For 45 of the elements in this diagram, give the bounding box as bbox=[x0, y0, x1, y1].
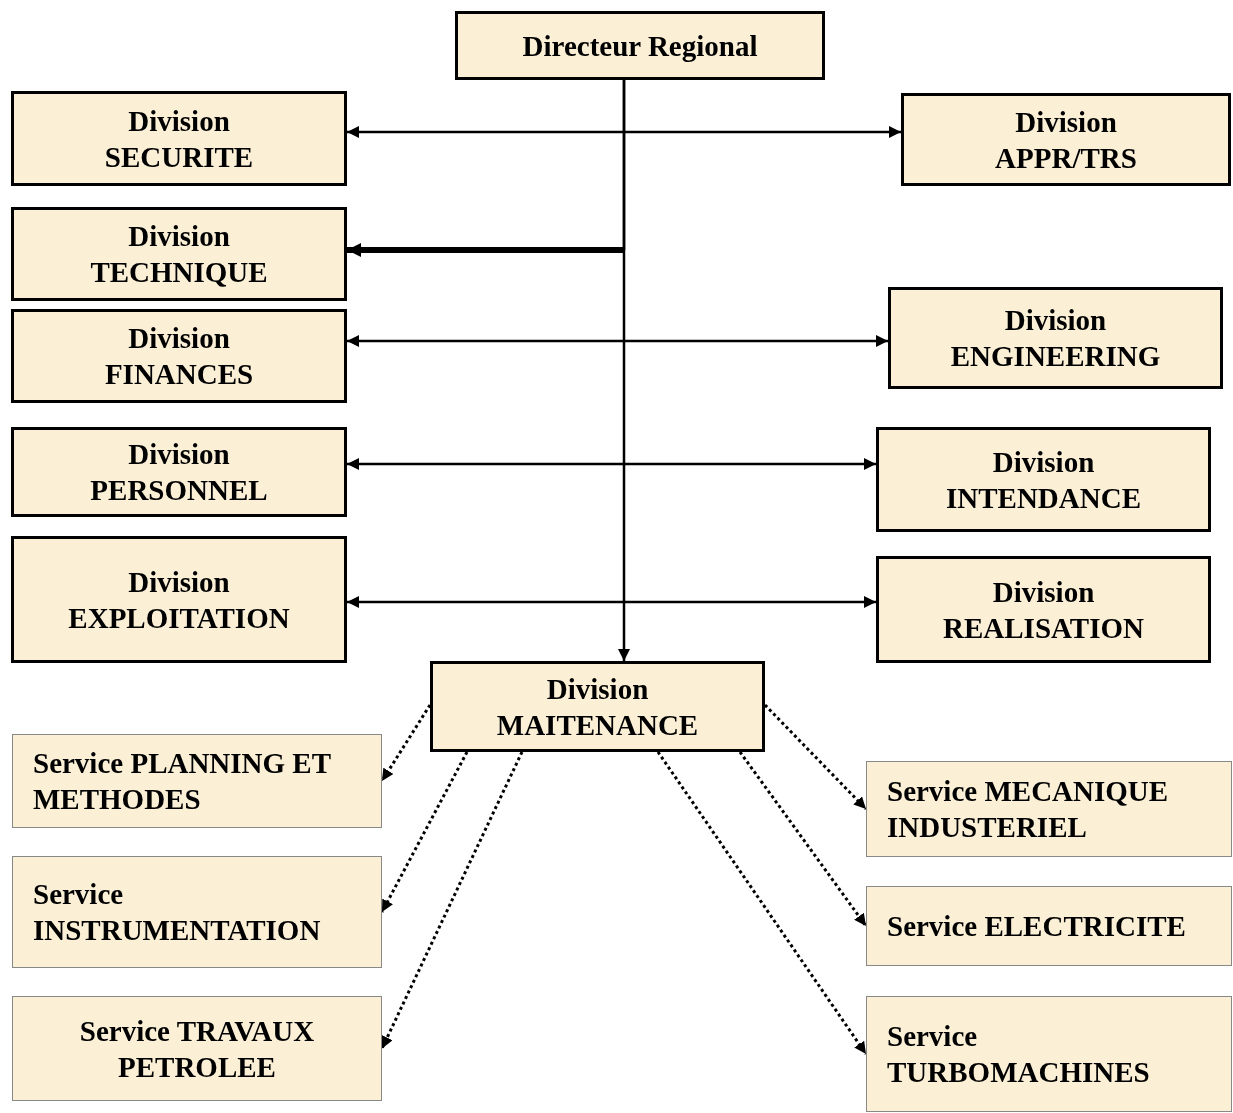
node-label: Division SECURITE bbox=[104, 103, 254, 175]
node-label: Division TECHNIQUE bbox=[90, 219, 268, 290]
arrow bbox=[347, 335, 888, 347]
node-label: Division FINANCES bbox=[104, 321, 254, 392]
dotted-arrow bbox=[380, 751, 524, 1050]
service-box bbox=[866, 761, 1232, 857]
node-label: Division REALISATION bbox=[943, 574, 1144, 646]
division-box bbox=[11, 309, 347, 403]
dotted-arrow bbox=[380, 751, 469, 913]
node-label: Division APPR/TRS bbox=[995, 104, 1137, 176]
node-label: Service MECANIQUE INDUSTERIEL bbox=[887, 774, 1170, 845]
division-box bbox=[888, 287, 1223, 389]
arrow bbox=[347, 596, 876, 608]
arrow bbox=[347, 126, 901, 138]
division-box bbox=[430, 661, 765, 752]
division-box bbox=[11, 427, 347, 517]
division-box bbox=[11, 536, 347, 663]
node-label: Division ENGINEERING bbox=[950, 303, 1161, 374]
node-label: Directeur Regional bbox=[522, 28, 758, 64]
division-box bbox=[876, 427, 1211, 532]
dotted-arrow bbox=[763, 703, 868, 811]
arrow bbox=[347, 458, 876, 470]
division-box bbox=[11, 207, 347, 301]
node-label: Service INSTRUMENTATION bbox=[33, 877, 322, 948]
dotted-arrow bbox=[738, 751, 868, 927]
service-box bbox=[12, 856, 382, 968]
division-box bbox=[901, 93, 1231, 186]
node-label: Service ELECTRICITE bbox=[887, 909, 1186, 944]
node-label: Division INTENDANCE bbox=[946, 444, 1141, 516]
arrow bbox=[347, 80, 626, 257]
service-box bbox=[12, 734, 382, 828]
division-box bbox=[11, 91, 347, 186]
node-label: Service TURBOMACHINES bbox=[887, 1019, 1151, 1090]
dotted-arrow bbox=[380, 704, 432, 782]
node-label: Division MAITENANCE bbox=[496, 671, 699, 743]
division-box bbox=[876, 556, 1211, 663]
service-box bbox=[866, 886, 1232, 966]
dotted-arrow bbox=[656, 751, 868, 1055]
node-label: Service TRAVAUX PETROLEE bbox=[78, 1013, 316, 1085]
service-box bbox=[866, 996, 1232, 1112]
division-box bbox=[455, 11, 825, 80]
node-label: Division PERSONNEL bbox=[90, 437, 268, 508]
service-box bbox=[12, 996, 382, 1101]
node-label: Service PLANNING ET METHODES bbox=[33, 746, 332, 817]
node-label: Division EXPLOITATION bbox=[68, 564, 290, 636]
